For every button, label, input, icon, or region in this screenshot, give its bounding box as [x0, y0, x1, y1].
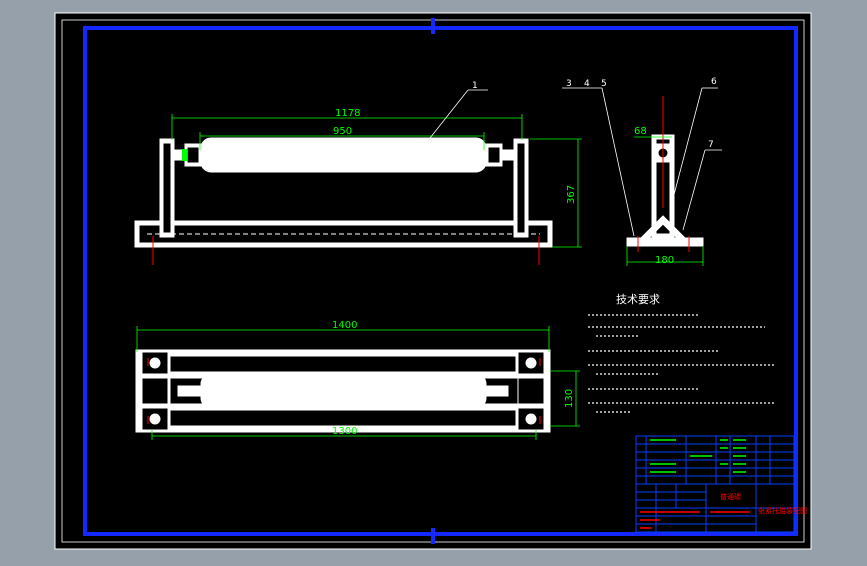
- technical-notes-lines: [588, 314, 775, 413]
- balloon-1: 1: [472, 81, 478, 91]
- balloon-3: 3: [566, 79, 572, 89]
- dim-950: 950: [333, 126, 352, 137]
- center-mark-bottom: [431, 528, 435, 544]
- dim-130: 130: [564, 389, 575, 408]
- title-block-drawing-name: 张紧托辊装配图: [758, 506, 807, 515]
- front-dimensions: [171, 114, 582, 248]
- title-block: [635, 483, 795, 533]
- parts-list-entries: [650, 439, 746, 473]
- balloon-6: 6: [711, 77, 717, 87]
- title-block-material: 普通碳: [720, 492, 741, 501]
- side-dimensions: [626, 136, 704, 266]
- parts-list-table: [635, 435, 795, 485]
- roller-body-front: [200, 137, 487, 173]
- balloon-7: 7: [708, 140, 714, 150]
- dim-68: 68: [634, 126, 647, 137]
- balloon-4: 4: [584, 79, 590, 89]
- dim-1178: 1178: [335, 108, 360, 119]
- side-view: [626, 96, 704, 252]
- roller-body-top: [200, 373, 487, 409]
- technical-requirements-title: 技术要求: [616, 293, 660, 306]
- front-view: [134, 137, 553, 265]
- center-mark-top: [431, 18, 435, 34]
- dim-180: 180: [655, 255, 674, 266]
- dim-1300: 1300: [332, 426, 357, 437]
- drawing-paper: [54, 12, 812, 550]
- balloon-5: 5: [601, 79, 607, 89]
- top-view: [135, 349, 551, 433]
- drawing-border: [83, 26, 798, 536]
- side-balloon-leaders: [562, 87, 722, 237]
- title-block-red-entries: [640, 511, 750, 529]
- dim-367: 367: [566, 185, 577, 204]
- top-dimensions: [136, 326, 580, 440]
- dim-1400: 1400: [332, 320, 357, 331]
